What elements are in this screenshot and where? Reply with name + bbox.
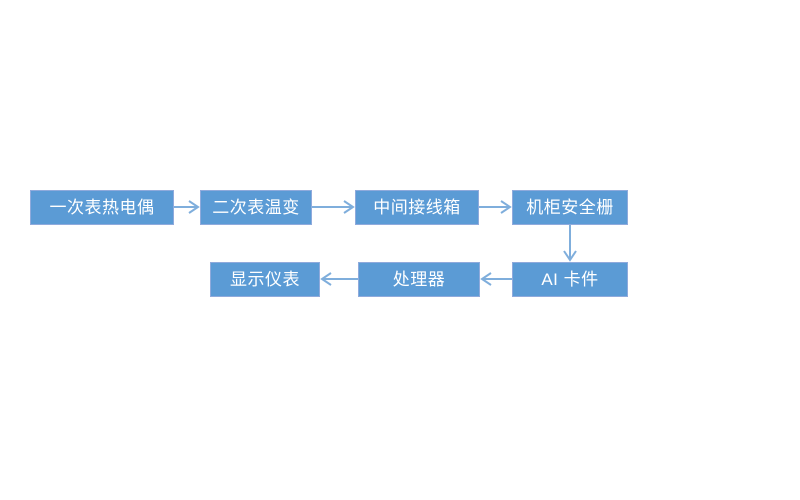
node-secondary-transmitter[interactable]: 二次表温变 [200, 190, 312, 225]
connector-n1-n2 [174, 200, 200, 214]
node-processor[interactable]: 处理器 [358, 262, 480, 297]
connector-n4-n5 [563, 225, 577, 262]
connector-n5-n6 [480, 272, 512, 286]
connector-n2-n3 [312, 200, 355, 214]
node-label: 机柜安全栅 [526, 198, 614, 217]
node-label: 一次表热电偶 [49, 198, 155, 217]
node-display-instrument[interactable]: 显示仪表 [210, 262, 320, 297]
node-label: 中间接线箱 [373, 198, 461, 217]
node-cabinet-safety-barrier[interactable]: 机柜安全栅 [512, 190, 628, 225]
node-label: AI 卡件 [541, 270, 599, 289]
node-ai-card[interactable]: AI 卡件 [512, 262, 628, 297]
node-primary-thermocouple[interactable]: 一次表热电偶 [30, 190, 174, 225]
connector-n6-n7 [320, 272, 358, 286]
node-label: 二次表温变 [212, 198, 300, 217]
node-label: 处理器 [392, 270, 446, 289]
node-label: 显示仪表 [230, 270, 300, 289]
node-junction-box[interactable]: 中间接线箱 [355, 190, 479, 225]
connector-n3-n4 [479, 200, 512, 214]
